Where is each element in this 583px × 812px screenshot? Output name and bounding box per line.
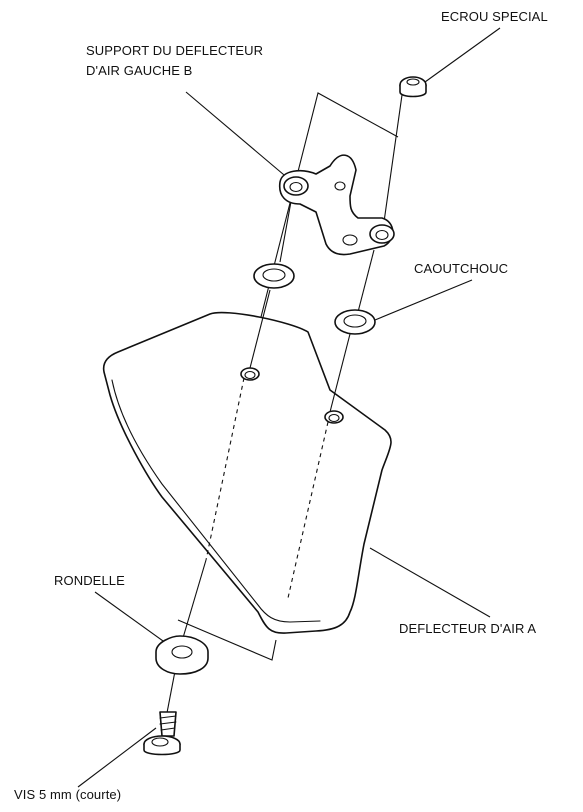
air-deflector-a — [102, 311, 392, 634]
axis-left-upper — [279, 195, 293, 263]
axis-right-upper — [381, 94, 403, 237]
axis-right-hidden — [287, 421, 329, 599]
label-caoutchouc: CAOUTCHOUC — [414, 261, 509, 276]
leader-caoutchouc — [374, 279, 473, 321]
label-support-line2: D'AIR GAUCHE B — [86, 63, 193, 78]
panel-hole-left — [240, 367, 260, 381]
label-deflecteur-air-a: DEFLECTEUR D'AIR A — [399, 621, 537, 636]
special-nut — [399, 76, 427, 98]
rubber-grommet-left — [253, 263, 295, 289]
rubber-grommet-right — [334, 309, 376, 335]
deflector-support-b — [278, 154, 395, 256]
leader-deflecteur — [369, 547, 491, 618]
axis-left-hidden — [205, 377, 245, 561]
label-vis-5mm: VIS 5 mm (courte) — [14, 787, 122, 802]
assembly-bracket-bottom — [177, 619, 277, 661]
washer — [155, 635, 209, 675]
axis-left-low — [179, 559, 207, 649]
axis-vis — [165, 665, 177, 719]
leader-rondelle — [94, 591, 171, 647]
leader-vis — [77, 727, 157, 788]
label-rondelle: RONDELLE — [54, 573, 125, 588]
label-support-line1: SUPPORT DU DEFLECTEUR — [86, 43, 264, 58]
axis-right-mid — [357, 249, 375, 313]
axis-right-low — [329, 333, 351, 413]
panel-hole-right — [324, 410, 344, 424]
screw-5mm — [143, 711, 181, 756]
leader-support — [185, 91, 291, 181]
leader-ecrou-special — [424, 27, 501, 83]
label-ecrou-special: ECROU SPECIAL — [441, 9, 548, 24]
axis-left-mid — [249, 289, 271, 369]
